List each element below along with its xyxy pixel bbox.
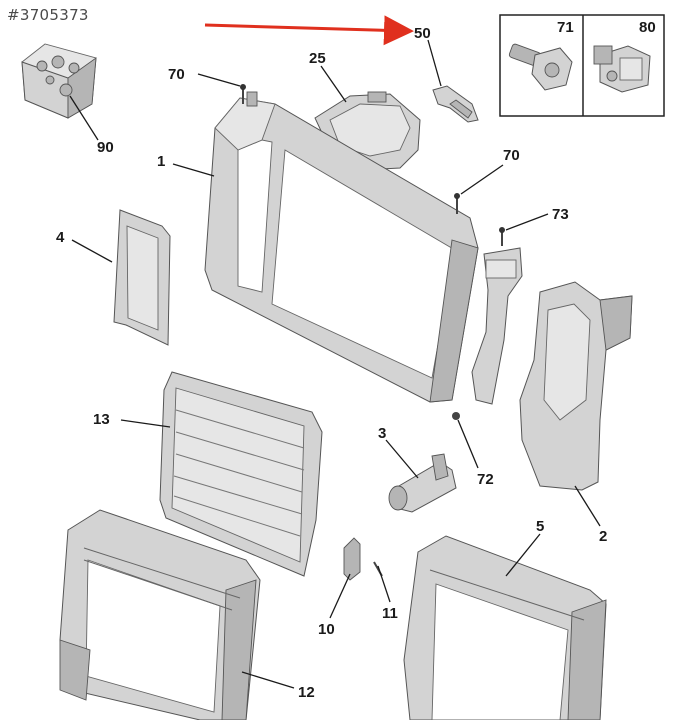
callout-3: 3 [378,425,386,442]
part-3-mounting-tube [388,453,457,513]
callout-11: 11 [382,605,398,622]
callout-80: 80 [639,19,656,36]
callout-2: 2 [599,528,607,545]
part-50-bracket [432,85,479,123]
part-4-air-deflector [113,209,171,346]
part-90-fastener-kit [21,43,97,119]
diagram-reference-number: #3705373 [7,6,89,24]
part-5-lower-frame [403,535,607,720]
callout-70-right: 70 [503,147,520,164]
callout-70-top: 70 [168,66,185,83]
callout-73: 73 [552,206,569,223]
callout-72: 72 [477,471,494,488]
part-73-fastener [499,227,505,246]
fastener-inset-box [499,14,665,117]
callout-50: 50 [414,25,431,42]
callout-1: 1 [157,153,165,170]
part-71-bolt [508,43,573,91]
part-1-front-end-carrier [204,91,479,403]
part-10-clip [343,537,361,581]
callout-5: 5 [536,518,544,535]
callout-71: 71 [557,19,574,36]
highlight-arrow [204,15,414,46]
part-72-fastener [452,412,460,420]
part-80-clip [593,45,651,93]
part-70-fastener-top [240,84,246,104]
callout-90: 90 [97,139,114,156]
callout-4: 4 [56,229,65,246]
part-73-bracket [471,247,523,405]
part-13-radiator-shutter [159,371,323,577]
callout-13: 13 [93,411,110,428]
callout-10: 10 [318,621,335,638]
callout-12: 12 [298,684,315,701]
callout-25: 25 [309,50,326,67]
part-12-lower-frame [59,509,261,720]
leader-lines [69,39,601,689]
part-2-side-bracket [519,281,633,491]
part-70-fastener-right [454,193,460,214]
